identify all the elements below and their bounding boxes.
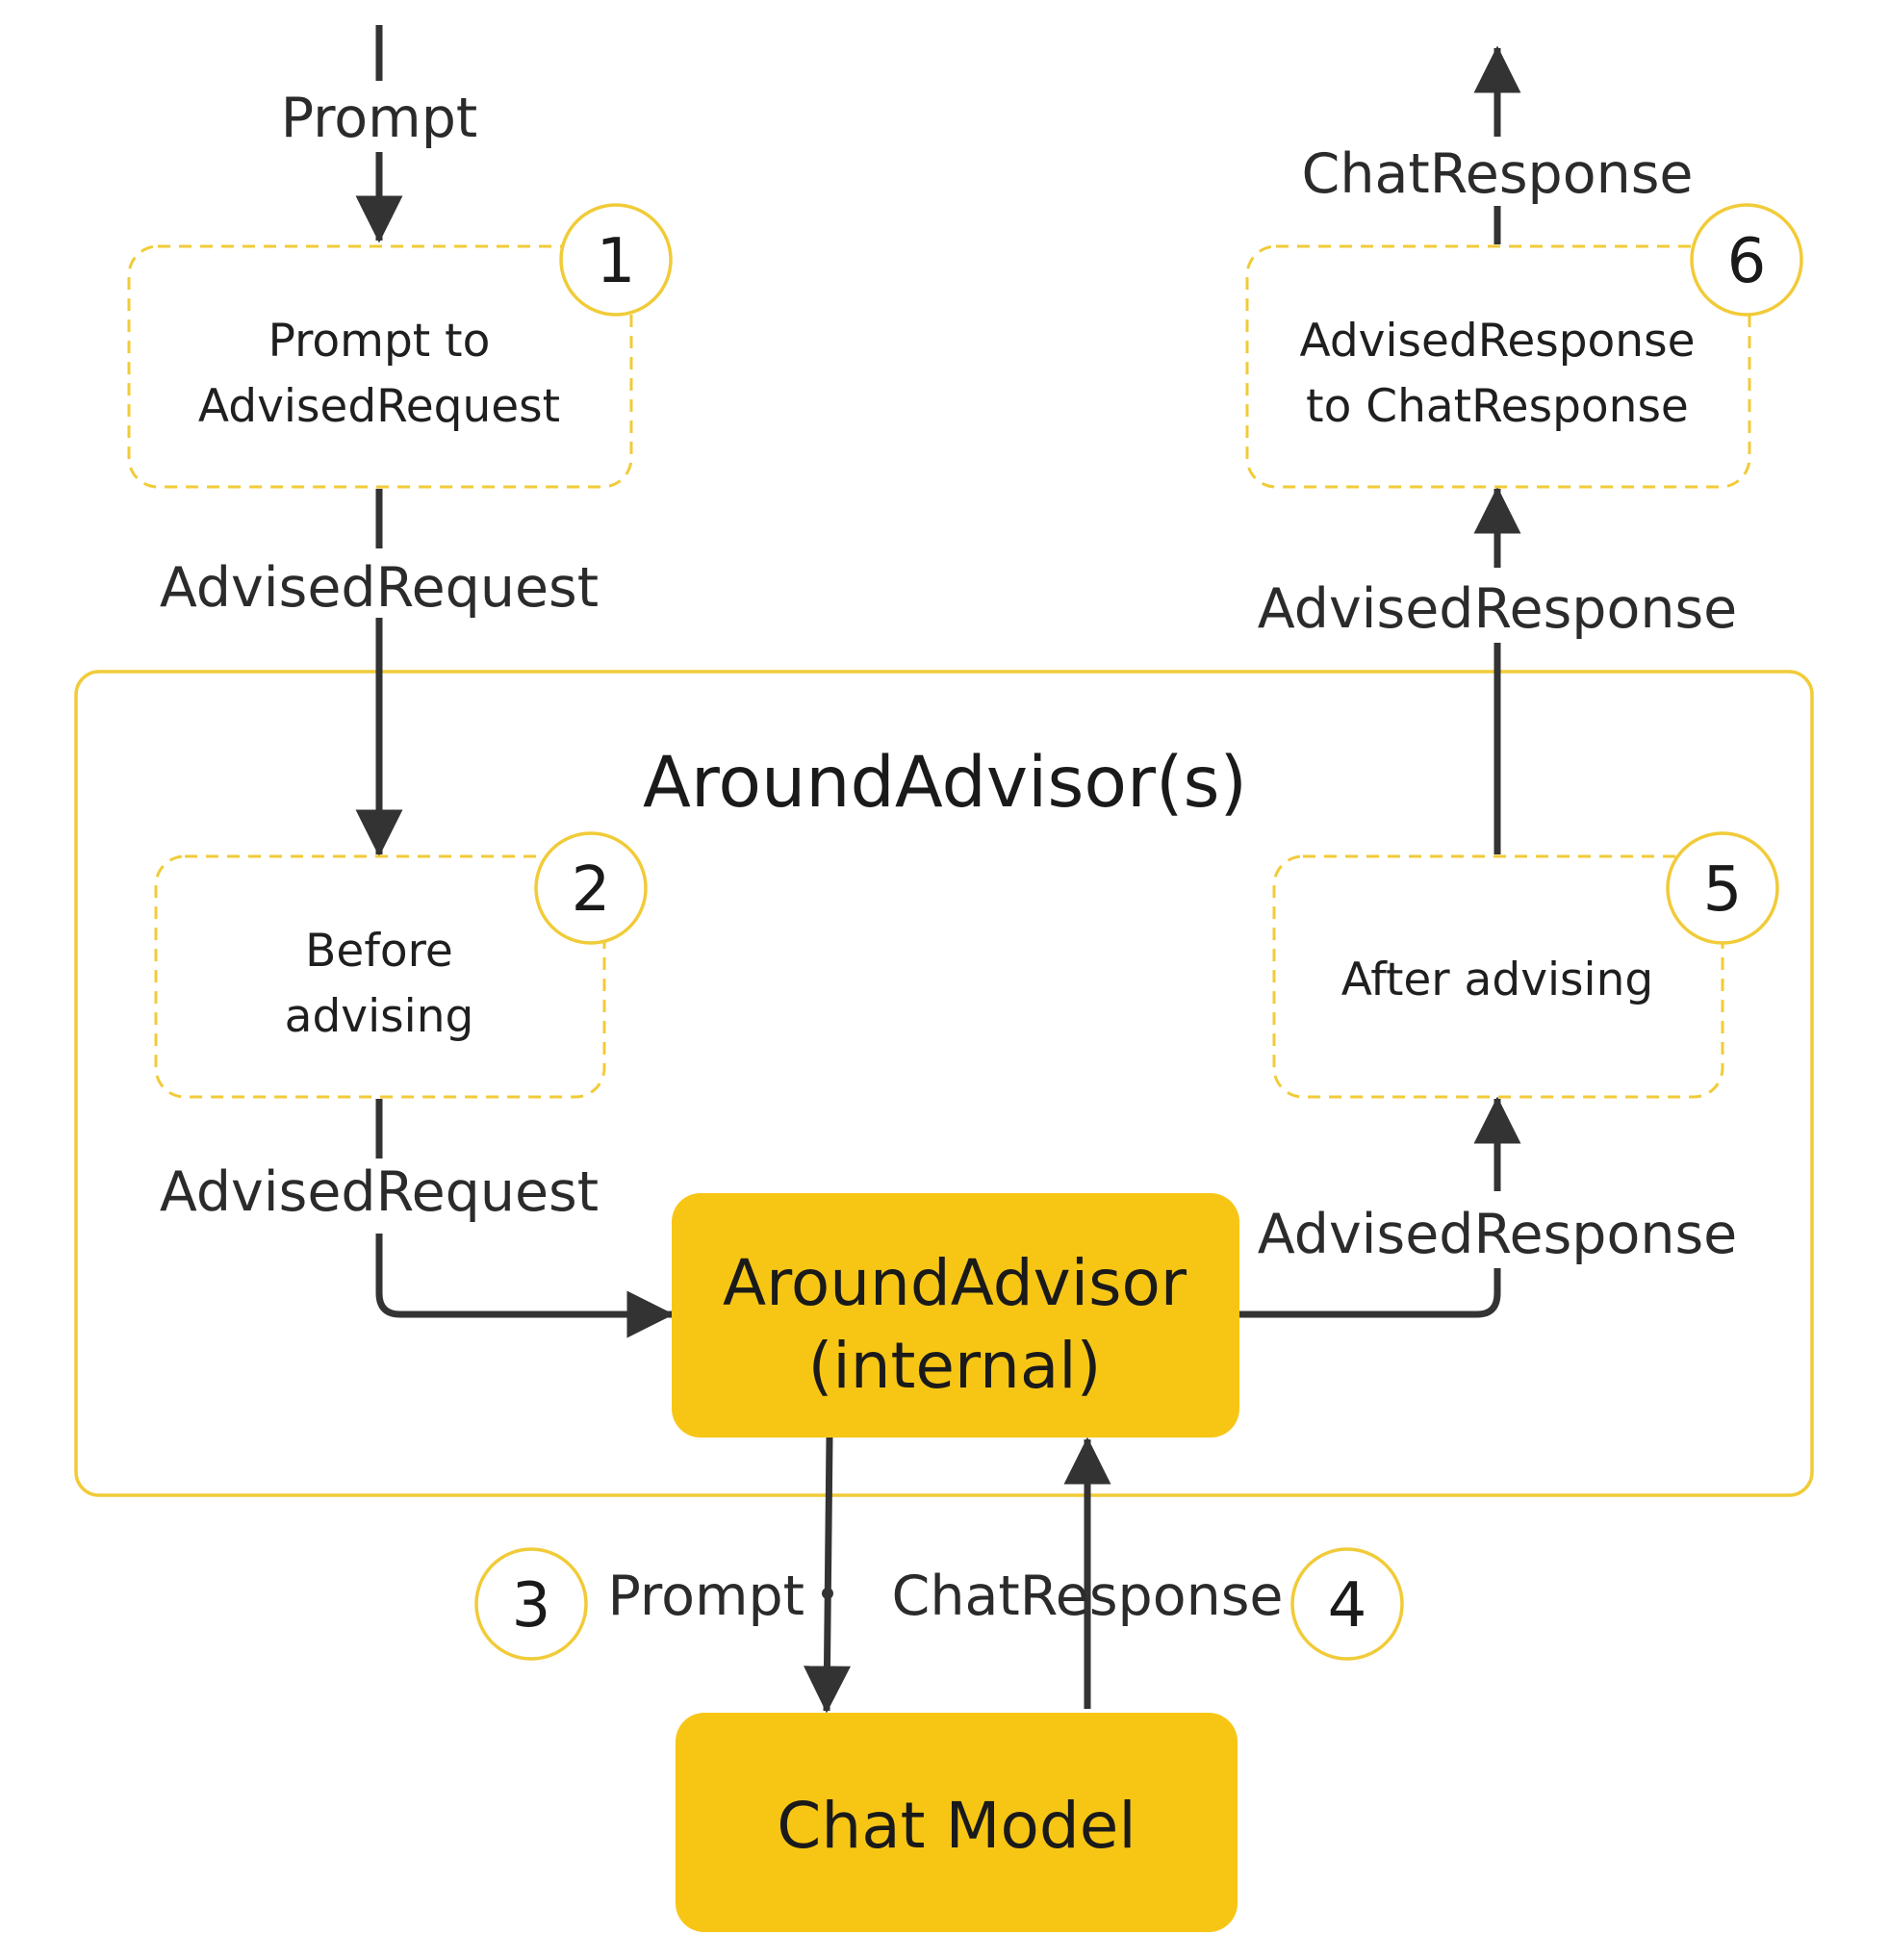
advised-request-label-2: AdvisedRequest	[160, 1160, 599, 1224]
step-box-label-line2: to ChatResponse	[1306, 380, 1689, 433]
model-chat-response-label: ChatResponse	[892, 1565, 1284, 1628]
internal-advisor-label-line2: (internal)	[808, 1329, 1102, 1403]
advised-response-label-2: AdvisedResponse	[1258, 1203, 1737, 1266]
step-badge-1: 1	[559, 203, 673, 317]
step-box-label-line1: Before	[305, 925, 453, 978]
advised-request-to-internal-arrow	[375, 1234, 675, 1338]
step-badge-3: 3	[474, 1547, 588, 1661]
step-badge-number: 5	[1703, 854, 1743, 926]
step-box-label-line1: Prompt to	[268, 315, 491, 368]
step-badge-number: 3	[512, 1570, 551, 1642]
step-box-label-line1: AdvisedResponse	[1300, 315, 1696, 368]
step-box-prompt-to-advised-request: Prompt to AdvisedRequest	[127, 244, 633, 489]
advised-response-label-1: AdvisedResponse	[1258, 577, 1737, 641]
step-badge-number: 6	[1727, 226, 1767, 297]
step-box-after-advising: After advising	[1272, 854, 1724, 1099]
model-prompt-dot	[822, 1588, 833, 1599]
step-box-before-advising: Before advising	[154, 854, 606, 1099]
around-advisors-group	[74, 670, 1814, 1497]
model-prompt-label: Prompt	[608, 1565, 804, 1628]
step-box-label-line2: AdvisedRequest	[198, 380, 560, 433]
output-chat-response-label: ChatResponse	[1302, 142, 1694, 206]
step-badge-2: 2	[534, 831, 648, 945]
chat-model-label: Chat Model	[777, 1789, 1136, 1863]
step-badge-number: 4	[1328, 1570, 1367, 1642]
step-box-label-line1: After advising	[1341, 954, 1653, 1006]
step-box-label-line2: advising	[285, 990, 474, 1043]
internal-advisor-label-line1: AroundAdvisor	[723, 1246, 1187, 1320]
group-title: AroundAdvisor(s)	[643, 742, 1247, 824]
step-badge-number: 1	[597, 226, 636, 297]
model-prompt-arrow	[803, 1437, 851, 1714]
input-prompt-label: Prompt	[281, 87, 477, 150]
chat-model-box: Chat Model	[676, 1713, 1238, 1932]
internal-advisor-box: AroundAdvisor (internal)	[672, 1193, 1239, 1438]
advised-request-label-1: AdvisedRequest	[160, 556, 599, 620]
step-badge-6: 6	[1690, 203, 1803, 317]
internal-to-after-line	[1237, 1268, 1501, 1318]
step-badge-4: 4	[1290, 1547, 1404, 1661]
step-box-advised-response-to-chat-response: AdvisedResponse to ChatResponse	[1245, 244, 1751, 489]
step-badge-5: 5	[1666, 831, 1779, 945]
step-badge-number: 2	[572, 854, 611, 926]
